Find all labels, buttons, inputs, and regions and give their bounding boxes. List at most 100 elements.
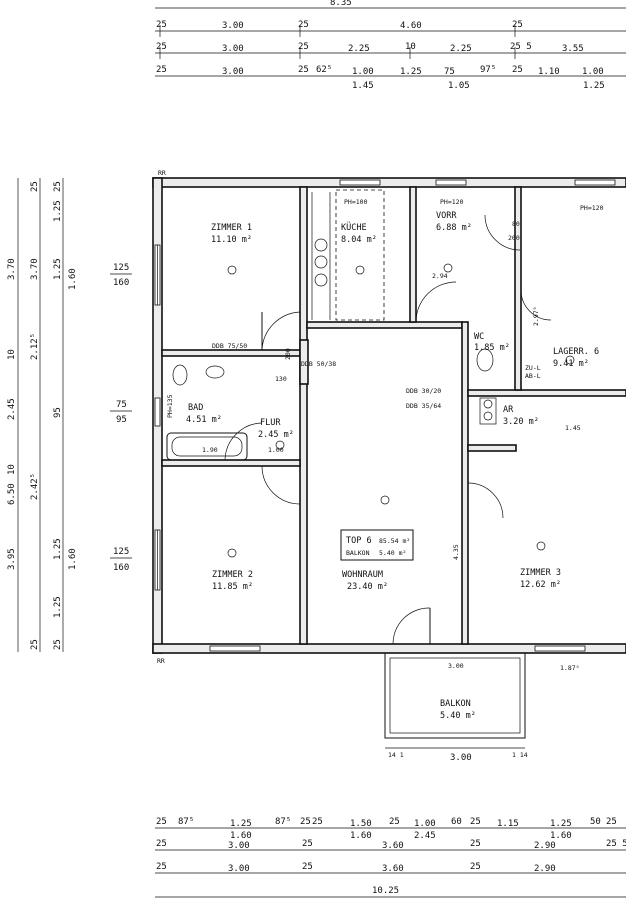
window-mark-5: 160: [113, 563, 129, 573]
dim-left-a-0: 3.70: [7, 258, 17, 280]
annot-zu-l: ZU-L: [525, 364, 541, 372]
dim-left-a-4: 3.95: [7, 548, 17, 570]
dim-top-r2-0: 25: [156, 42, 167, 52]
annot-kitchen-294: 2.94: [432, 272, 448, 280]
dim-bot-r1-13: 50: [590, 817, 601, 827]
dim-top-overall: 8.35: [330, 0, 352, 8]
window-mark-2: 75: [116, 400, 127, 410]
unit-balcony-area: 5.40 m²: [379, 549, 406, 557]
dim-bot-r3-3: 3.60: [382, 864, 404, 874]
unit-summary-box: TOP 6 85.54 m² BALKON 5.40 m²: [340, 529, 414, 561]
room-flur-name: FLUR: [260, 418, 281, 428]
annot-door-flur: DDB 50/38: [301, 360, 336, 368]
dim-bot-r2-6: 25 5: [606, 839, 626, 849]
dim-top-r2-4: 10: [405, 42, 416, 52]
annot-door-ar: DDB 35/64: [406, 402, 441, 410]
annot-ph-top-right: PH=120: [580, 204, 604, 212]
room-ar-area: 3.20 m²: [503, 417, 539, 427]
room-balkon-name: BALKON: [440, 699, 471, 709]
room-zimmer2-area: 11.85 m²: [212, 582, 253, 592]
dim-left-b-4: 25: [30, 639, 40, 650]
dim-bot-r1-10: 25: [470, 817, 481, 827]
dim-left-b-0: 25: [30, 181, 40, 192]
dim-left-a-3: 10: [7, 464, 17, 475]
dim-top-r2-2: 25: [298, 42, 309, 52]
dim-top-r3-sub-0: 1.45: [352, 81, 374, 91]
dim-left-b-1: 3.70: [30, 258, 40, 280]
dim-bot-r1-7: 25: [389, 817, 400, 827]
annot-rr-bottom: RR: [157, 657, 165, 665]
room-wc-name: WC: [474, 332, 484, 342]
room-wohnraum-name: WOHNRAUM: [342, 570, 383, 580]
room-zimmer3-area: 12.62 m²: [520, 580, 561, 590]
dim-bot-r1-5: 25: [312, 817, 323, 827]
annot-balkon-300: 3.00: [448, 662, 464, 670]
dim-top-r1-0: 25: [156, 20, 167, 30]
unit-balcony-label: BALKON: [346, 549, 370, 557]
dim-top-r3-9: 1.10: [538, 67, 560, 77]
dim-bot-r2-0: 25: [156, 839, 167, 849]
annot-lager-297: 2.97⁵: [532, 306, 540, 326]
dim-left-c-2: 1.25: [53, 258, 63, 280]
annotations: PH=100 PH=120 PH=120 PH=135 DDB 75/50 DD…: [157, 169, 604, 763]
dim-bot-r2-1: 3.00: [228, 841, 250, 851]
dim-left-overall: 6.50: [7, 483, 17, 505]
dim-bot-r3-4: 25: [470, 862, 481, 872]
room-bad-area: 4.51 m²: [186, 415, 222, 425]
dim-top-r3-8: 25: [512, 65, 523, 75]
dim-top-r3-6: 75: [444, 67, 455, 77]
kitchen-counter: [311, 189, 385, 321]
room-vorr-area: 6.88 m²: [436, 223, 472, 233]
dim-top-r2-5: 2.25: [450, 44, 472, 54]
annot-rr-top: RR: [158, 169, 166, 177]
annot-ab-l: AB-L: [525, 372, 541, 380]
dim-left-a-1: 10: [7, 349, 17, 360]
annot-ar-145: 1.45: [565, 424, 581, 432]
annot-bad-100: 1.00: [268, 446, 284, 454]
dim-bot-r1-14: 25: [606, 817, 617, 827]
dim-top-r2-7: 3.55: [562, 44, 584, 54]
unit-label: TOP 6: [346, 536, 372, 546]
light-fixtures: [227, 263, 575, 558]
room-flur-area: 2.45 m²: [258, 430, 294, 440]
window-mark-1: 160: [113, 278, 129, 288]
room-bad-name: BAD: [188, 403, 203, 413]
dim-bot-r3-5: 2.90: [534, 864, 556, 874]
annot-ph-vorr: PH=120: [440, 198, 464, 206]
dim-top-r3-2: 25: [298, 65, 309, 75]
dim-bot-r1-0: 25: [156, 817, 167, 827]
dim-top-r3-4: 1.00: [352, 67, 374, 77]
room-wc-area: 1.85 m²: [474, 343, 510, 353]
windows: [154, 179, 616, 652]
annot-vorr-80: 80: [512, 220, 520, 228]
dim-top-r3-sub-2: 1.25: [583, 81, 605, 91]
annot-balkon-14: 1 14: [512, 751, 528, 759]
dim-top-r1-2: 25: [298, 20, 309, 30]
room-labels: ZIMMER 1 11.10 m² KÜCHE 8.04 m² VORR 6.8…: [186, 211, 599, 721]
dim-bot-r1-8: 1.00: [414, 819, 436, 829]
dim-bot-r1-9: 60: [451, 817, 462, 827]
dim-bot-r1-3: 87⁵: [275, 817, 291, 827]
annot-vorr-200: 200: [508, 234, 520, 242]
annot-flur-130: 130: [275, 375, 287, 383]
room-kueche-area: 8.04 m²: [341, 235, 377, 245]
dim-left-b-2: 2.12⁵: [30, 333, 40, 360]
top-dimension-chains: 8.35 25 3.00 25 4.60 25 25 3.00 25 2.25 …: [155, 0, 626, 91]
annot-door-200: 200: [284, 348, 292, 360]
annot-wr-435: 4.35: [452, 544, 460, 560]
room-zimmer3-name: ZIMMER 3: [520, 568, 561, 578]
left-dimension-chains: 6.50 3.70 10 2.45 10 3.95 25 3.70 2.12⁵ …: [7, 178, 132, 652]
room-zimmer2-name: ZIMMER 2: [212, 570, 253, 580]
dim-bot-r2-2: 25: [302, 839, 313, 849]
dim-bot-r2-3: 3.60: [382, 841, 404, 851]
dim-bot-r3-1: 3.00: [228, 864, 250, 874]
dim-left-c-6: 25: [53, 639, 63, 650]
room-zimmer1-area: 11.10 m²: [211, 235, 252, 245]
sanitary-fixtures: [172, 348, 497, 425]
dim-top-r3-3: 62⁵: [316, 65, 332, 75]
dim-bot-r2-5: 2.90: [534, 841, 556, 851]
dim-bot-r1-11: 1.15: [497, 819, 519, 829]
bathtub: [166, 432, 248, 461]
